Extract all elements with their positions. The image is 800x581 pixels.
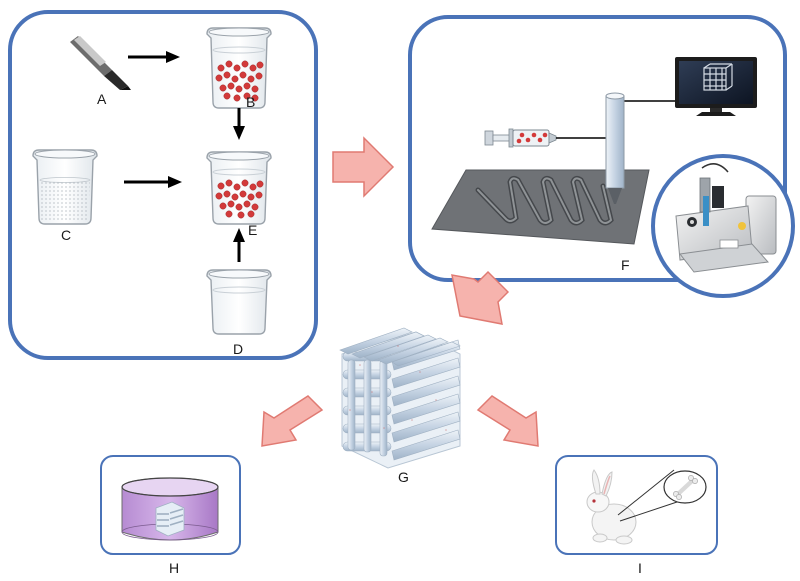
scaffold-icon [339, 327, 461, 469]
label-h: H [169, 560, 179, 576]
arrow-a-to-b [128, 51, 180, 63]
printer-photo-icon [651, 154, 795, 298]
beaker-icon [206, 151, 272, 225]
arrow-d-to-e [233, 228, 245, 262]
label-d: D [233, 341, 243, 357]
rabbit-icon [586, 469, 637, 545]
arrow-c-to-e [124, 176, 182, 188]
zoom-line [617, 469, 675, 516]
label-c: C [61, 227, 71, 243]
bone-icon [673, 475, 698, 500]
label-a: A [97, 91, 107, 107]
print-bed [431, 169, 650, 245]
label-i: I [638, 560, 642, 576]
flow-arrow-to-in-vitro [261, 395, 324, 447]
label-g: G [398, 469, 409, 485]
flow-arrow-to-printing [332, 136, 395, 198]
in-vivo-panel [555, 455, 718, 555]
label-b: B [246, 94, 255, 110]
arrow-b-to-e [233, 108, 245, 140]
label-f: F [621, 257, 630, 273]
monitor-icon [675, 57, 757, 116]
culture-dish-icon [121, 477, 219, 541]
label-e: E [248, 222, 257, 238]
zoom-line [619, 500, 681, 522]
flow-arrow-to-in-vivo [476, 395, 539, 447]
syringe-icon [484, 128, 557, 148]
flow-arrow-to-scaffold [451, 270, 510, 325]
print-nozzle [605, 92, 625, 204]
beaker-icon [32, 149, 98, 225]
pipette-icon [70, 36, 131, 90]
beaker-icon [206, 27, 272, 109]
beaker-icon [206, 269, 272, 335]
